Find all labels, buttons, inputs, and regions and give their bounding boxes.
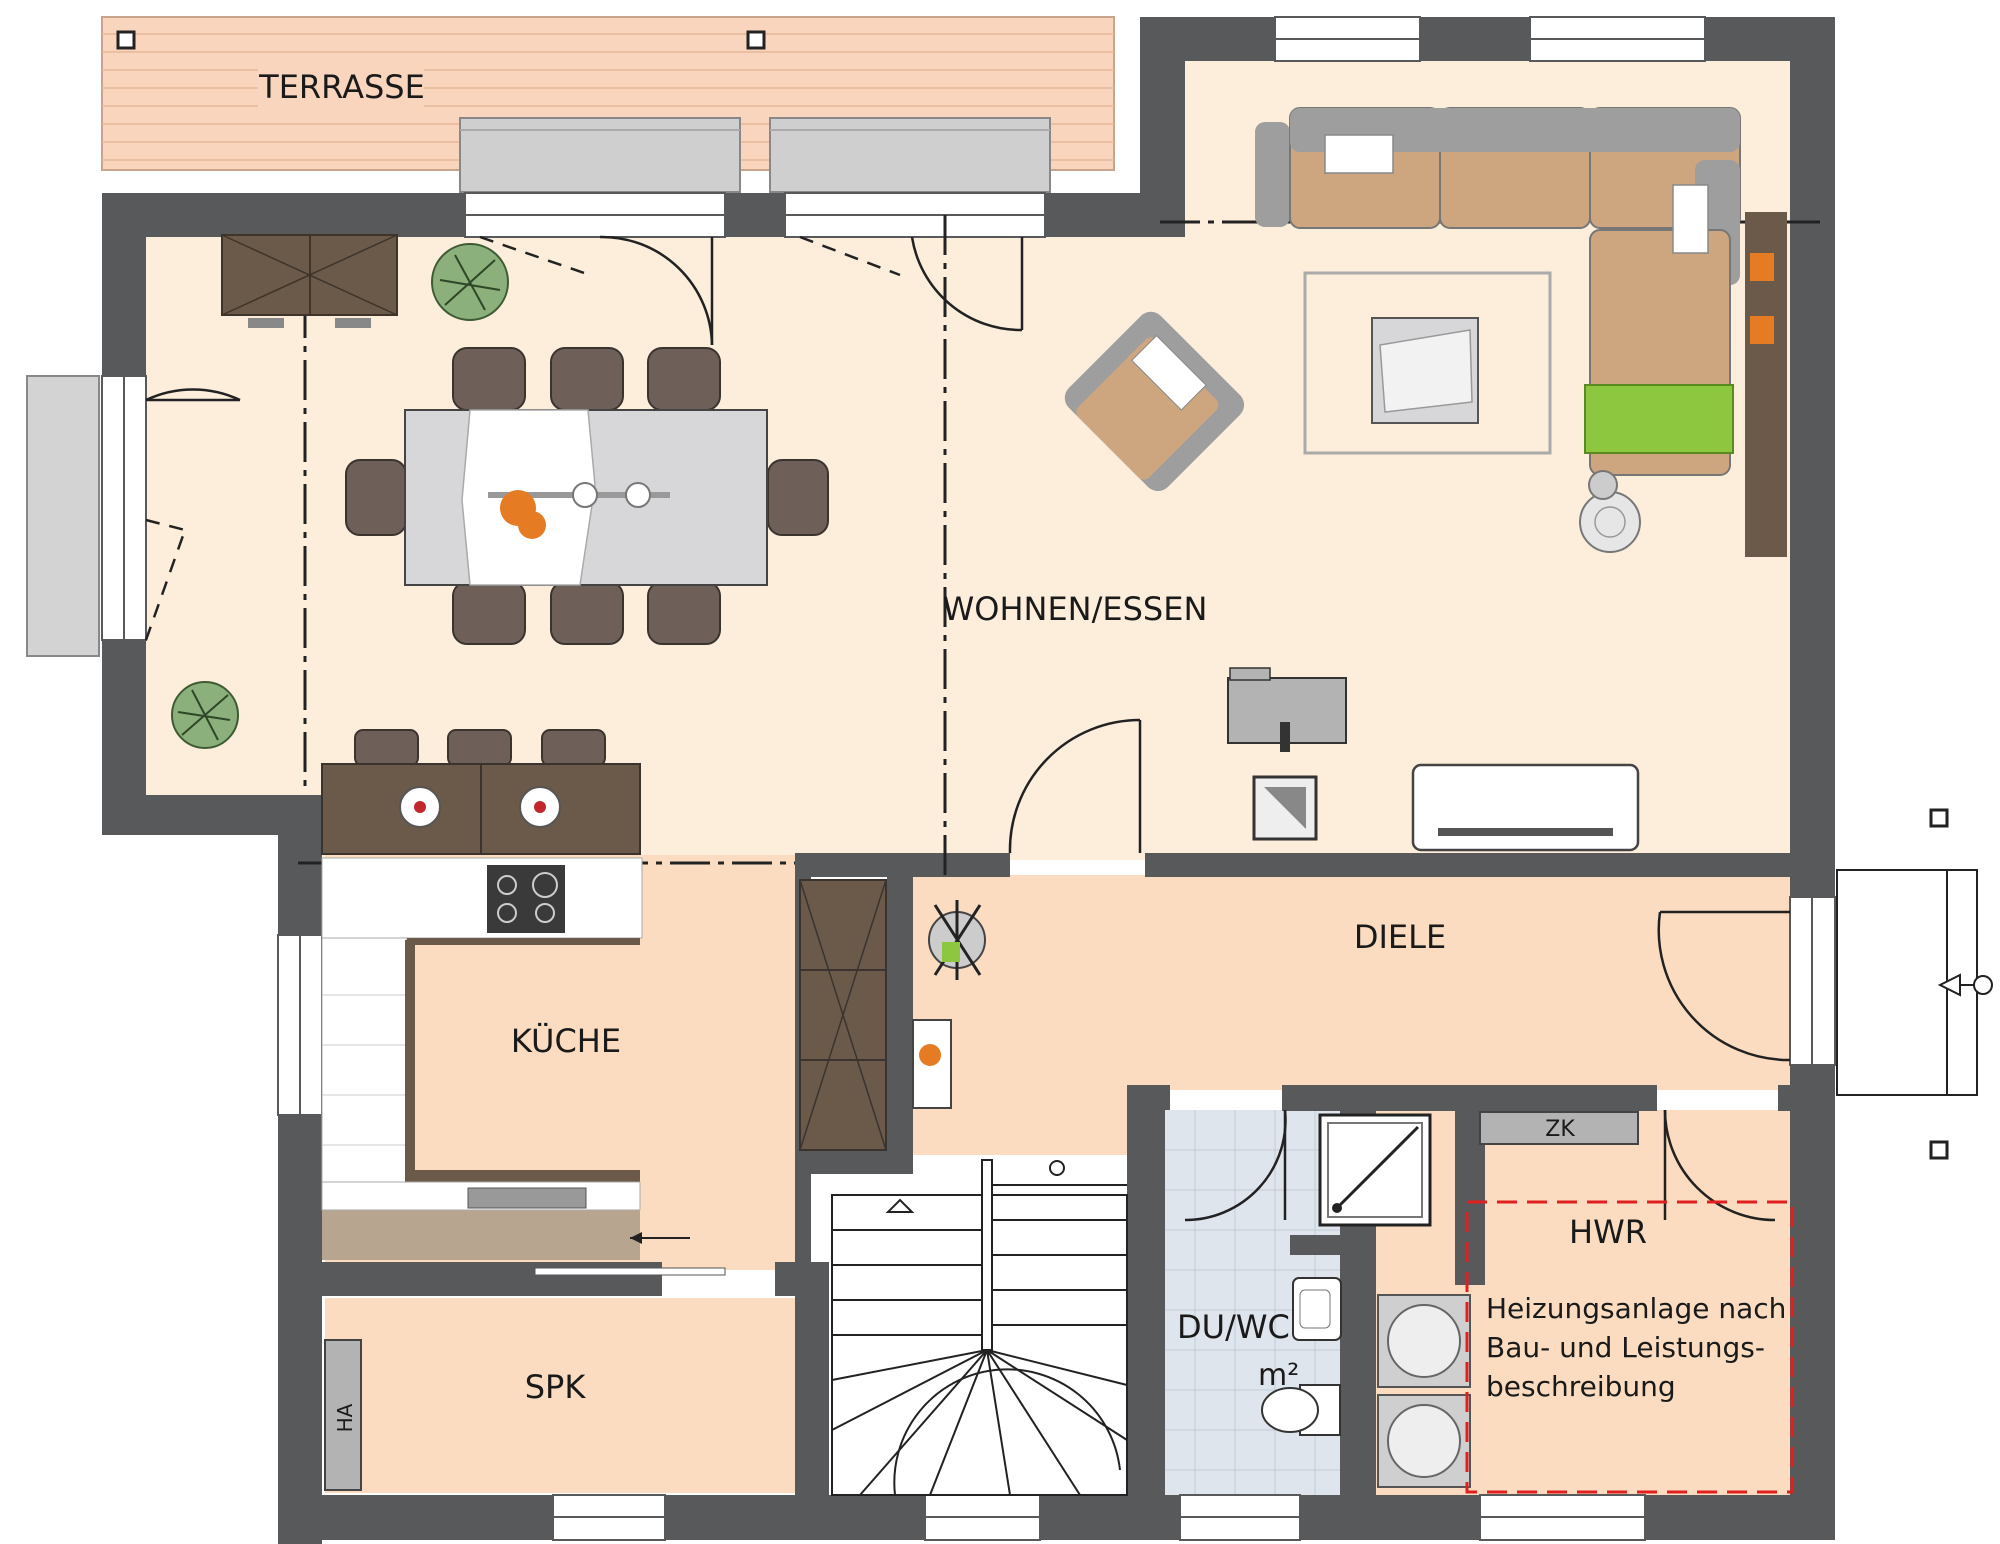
tv-unit — [1227, 667, 1640, 852]
room-label-diele: DIELE — [1354, 918, 1446, 956]
kitchen-island — [321, 729, 641, 855]
staircase — [831, 1159, 1128, 1496]
room-label-du-wc-unit: m² — [1258, 1358, 1299, 1393]
room-label-kueche: KÜCHE — [511, 1022, 621, 1060]
lamp-icon — [1579, 470, 1641, 553]
terrace-label: TERRASSE — [258, 68, 425, 106]
armchair — [1064, 311, 1245, 492]
room-label-hwr: HWR — [1569, 1213, 1647, 1251]
plant-icon — [431, 243, 509, 321]
sofa — [1255, 107, 1741, 476]
dining-set — [221, 234, 829, 645]
kitchen-counter — [321, 857, 726, 1276]
zk-label: ZK — [1545, 1117, 1575, 1142]
room-label-du-wc: DU/WC — [1177, 1308, 1290, 1346]
heating-note-line-3: beschreibung — [1486, 1370, 1676, 1403]
pantry-cabinets — [799, 879, 887, 1151]
plant-icon — [171, 681, 239, 749]
heating-note-line-2: Bau- und Leistungs- — [1486, 1331, 1765, 1364]
side-awning — [26, 375, 100, 657]
coat-stand-icon — [928, 900, 986, 980]
console-table — [912, 1019, 952, 1109]
room-label-spk: SPK — [525, 1368, 587, 1406]
room-label-wohnen-essen: WOHNEN/ESSEN — [943, 590, 1208, 628]
ha-label: HA — [333, 1403, 357, 1432]
door-swings — [144, 235, 1791, 1222]
hwr-fixtures — [1377, 1111, 1794, 1494]
entrance-canopy — [1836, 808, 1993, 1160]
windows — [101, 16, 1836, 1541]
heating-note-line-1: Heizungsanlage nach — [1486, 1292, 1786, 1325]
rug — [1303, 271, 1552, 455]
terrace: TERRASSE — [101, 16, 1115, 193]
ha-unit — [324, 1339, 362, 1491]
bathroom-fixtures — [1261, 1113, 1432, 1436]
sideboard — [1745, 212, 1787, 557]
